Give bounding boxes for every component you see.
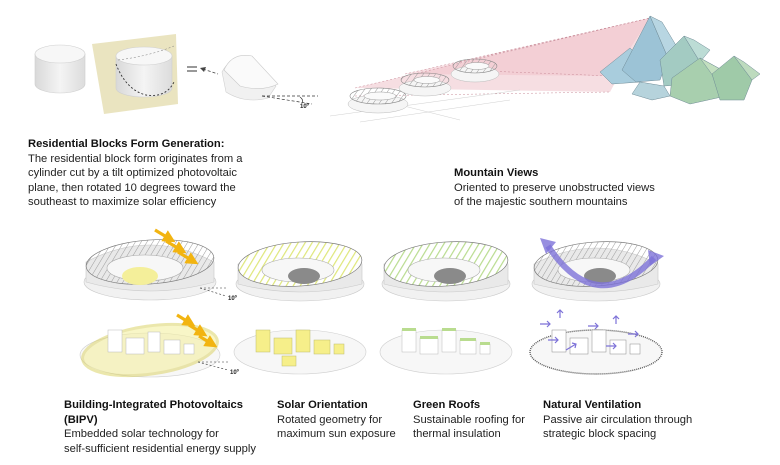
block-cluster [347, 58, 500, 114]
bipv-roof-angle-label: 10º [228, 296, 237, 302]
bipv-line-2: self-sufficient residential energy suppl… [64, 442, 256, 455]
natural-ventilation-caption: Natural Ventilation Passive air circulat… [543, 398, 743, 442]
natural-ventilation-line-1: Passive air circulation through [543, 413, 693, 426]
bipv-line-1: Embedded solar technology for [64, 428, 219, 440]
bipv-diagrams [79, 228, 230, 378]
plain-cylinder [34, 44, 86, 94]
green-roofs-line-1: Sustainable roofing for [413, 413, 525, 426]
bipv-massing-angle-label: 10º [230, 370, 239, 376]
natural-ventilation-diagrams [529, 238, 664, 375]
solar-orientation-line-1: Rotated geometry for [277, 413, 383, 426]
solar-orientation-caption: Solar Orientation Rotated geometry for m… [277, 398, 407, 442]
angle-indicator [261, 95, 318, 105]
form-generation-text: Residential Blocks Form Generation: The … [28, 137, 308, 210]
bipv-title: Building-Integrated Photovoltaics (BIPV) [64, 399, 244, 426]
bipv-massing-block [79, 313, 230, 378]
solar-orientation-line-2: maximum sun exposure [277, 428, 396, 440]
mountain-views-text: Mountain Views Oriented to preserve unob… [454, 166, 714, 210]
mountain-views-line-1: Oriented to preserve unobstructed views [454, 181, 655, 194]
mountain-views-diagram [329, 15, 761, 123]
form-generation-line-4: southeast to maximize solar efficiency [28, 196, 217, 208]
bipv-roof-block [83, 228, 228, 301]
mountain-views-line-2: of the majestic southern mountains [454, 196, 628, 208]
form-generation-line-2: cylinder cut by a tilt optimized photovo… [28, 167, 237, 179]
form-generation-title: Residential Blocks Form Generation: [28, 138, 225, 150]
green-roofs-title: Green Roofs [413, 399, 481, 411]
rotation-arrow [200, 67, 219, 75]
green-roofs-diagrams [379, 241, 513, 375]
cut-cylinder [115, 45, 175, 98]
natural-ventilation-line-2: strategic block spacing [543, 428, 657, 440]
form-generation-line-1: The residential block form originates fr… [28, 152, 243, 165]
mountains [599, 15, 761, 105]
equals-sign [187, 66, 197, 72]
green-roofs-caption: Green Roofs Sustainable roofing for ther… [413, 398, 538, 442]
sliced-block [221, 55, 279, 101]
solar-orientation-diagrams [233, 241, 367, 375]
form-generation-diagram [34, 34, 318, 114]
bipv-caption: Building-Integrated Photovoltaics (BIPV)… [64, 398, 264, 456]
solar-orientation-title: Solar Orientation [277, 399, 368, 411]
mountain-views-title: Mountain Views [454, 167, 539, 179]
form-generation-line-3: plane, then rotated 10 degrees toward th… [28, 181, 236, 194]
natural-ventilation-title: Natural Ventilation [543, 399, 642, 411]
green-roofs-line-2: thermal insulation [413, 428, 501, 440]
form-angle-label: 10º [300, 104, 309, 110]
